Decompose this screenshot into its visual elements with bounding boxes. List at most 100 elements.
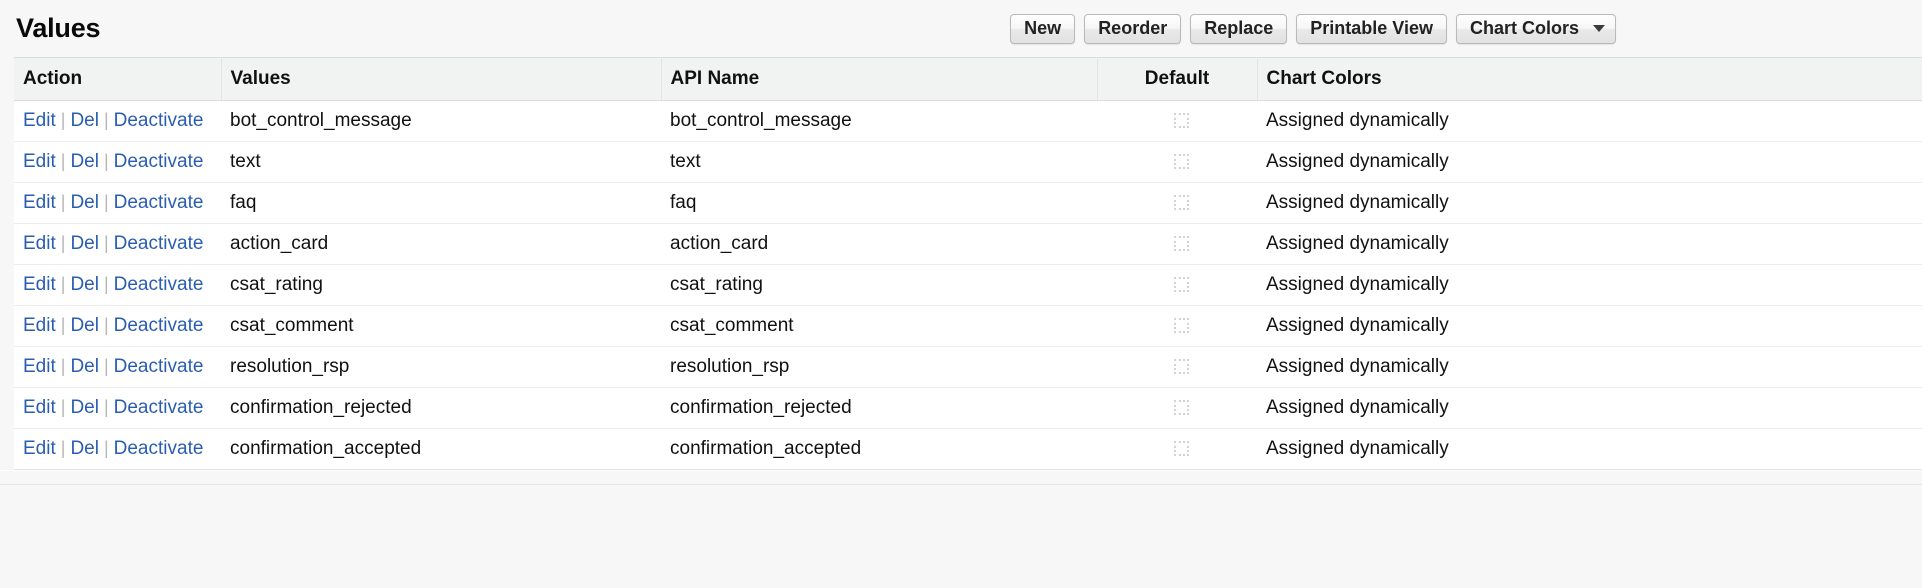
action-separator: | (60, 356, 66, 376)
cell-api-name: confirmation_rejected (661, 387, 1097, 429)
row-action-edit[interactable]: Edit (23, 110, 56, 131)
row-action-deactivate[interactable]: Deactivate (113, 192, 204, 213)
default-checkbox[interactable] (1174, 441, 1189, 457)
default-checkbox[interactable] (1174, 359, 1189, 375)
action-separator: | (60, 274, 66, 294)
row-action-del[interactable]: Del (70, 397, 99, 418)
default-checkbox[interactable] (1174, 195, 1189, 211)
cell-chart-colors: Assigned dynamically (1257, 182, 1922, 224)
row-action-deactivate[interactable]: Deactivate (113, 356, 204, 377)
action-separator: | (60, 438, 66, 458)
column-header-api-name[interactable]: API Name (661, 57, 1098, 101)
default-checkbox[interactable] (1174, 154, 1189, 170)
row-action-links: Edit|Del|Deactivate (23, 356, 203, 377)
row-action-edit[interactable]: Edit (23, 397, 56, 418)
row-action-edit[interactable]: Edit (23, 274, 56, 295)
cell-action: Edit|Del|Deactivate (14, 428, 221, 470)
cell-value-name: resolution_rsp (221, 346, 661, 388)
default-checkbox[interactable] (1174, 277, 1189, 293)
action-separator: | (103, 110, 109, 130)
column-header-chart-colors[interactable]: Chart Colors (1257, 57, 1922, 101)
row-action-deactivate[interactable]: Deactivate (113, 438, 204, 459)
cell-default (1097, 387, 1257, 429)
row-action-deactivate[interactable]: Deactivate (113, 110, 204, 131)
action-separator: | (103, 192, 109, 212)
table-footer (0, 470, 1922, 484)
cell-value-name: confirmation_rejected (221, 387, 661, 429)
row-action-deactivate[interactable]: Deactivate (113, 151, 204, 172)
action-separator: | (60, 397, 66, 417)
cell-default (1097, 305, 1257, 347)
row-action-del[interactable]: Del (70, 274, 99, 295)
cell-default (1097, 223, 1257, 265)
row-action-del[interactable]: Del (70, 356, 99, 377)
table-header: Action Values API Name Default Chart Col… (14, 57, 1922, 101)
row-action-deactivate[interactable]: Deactivate (113, 315, 204, 336)
row-action-edit[interactable]: Edit (23, 315, 56, 336)
row-action-deactivate[interactable]: Deactivate (113, 274, 204, 295)
row-action-del[interactable]: Del (70, 233, 99, 254)
column-header-values[interactable]: Values (221, 57, 662, 101)
cell-api-name: action_card (661, 223, 1097, 265)
cell-default (1097, 346, 1257, 388)
action-separator: | (103, 233, 109, 253)
cell-action: Edit|Del|Deactivate (14, 264, 221, 306)
default-checkbox[interactable] (1174, 236, 1189, 252)
toolbar: New Reorder Replace Printable View Chart… (1010, 13, 1908, 44)
cell-api-name: csat_comment (661, 305, 1097, 347)
default-checkbox[interactable] (1174, 318, 1189, 334)
row-action-del[interactable]: Del (70, 192, 99, 213)
row-action-deactivate[interactable]: Deactivate (113, 233, 204, 254)
cell-action: Edit|Del|Deactivate (14, 100, 221, 142)
cell-api-name: resolution_rsp (661, 346, 1097, 388)
chart-colors-dropdown-button[interactable]: Chart Colors (1455, 13, 1616, 44)
action-separator: | (60, 315, 66, 335)
action-separator: | (60, 192, 66, 212)
column-header-default[interactable]: Default (1097, 57, 1258, 101)
action-separator: | (60, 110, 66, 130)
cell-action: Edit|Del|Deactivate (14, 223, 221, 265)
cell-api-name: faq (661, 182, 1097, 224)
row-action-edit[interactable]: Edit (23, 192, 56, 213)
cell-action: Edit|Del|Deactivate (14, 346, 221, 388)
row-action-links: Edit|Del|Deactivate (23, 397, 203, 418)
new-button[interactable]: New (1010, 13, 1076, 44)
row-action-deactivate[interactable]: Deactivate (113, 397, 204, 418)
reorder-button[interactable]: Reorder (1084, 13, 1182, 44)
cell-value-name: csat_comment (221, 305, 661, 347)
row-action-edit[interactable]: Edit (23, 438, 56, 459)
row-action-links: Edit|Del|Deactivate (23, 110, 203, 131)
page-title: Values (16, 13, 101, 43)
action-separator: | (60, 151, 66, 171)
row-action-edit[interactable]: Edit (23, 233, 56, 254)
action-separator: | (103, 315, 109, 335)
row-action-edit[interactable]: Edit (23, 356, 56, 377)
values-table: Action Values API Name Default Chart Col… (14, 57, 1922, 470)
table-header-row: Action Values API Name Default Chart Col… (14, 57, 1922, 101)
cell-api-name: text (661, 141, 1097, 183)
cell-chart-colors: Assigned dynamically (1257, 264, 1922, 306)
default-checkbox[interactable] (1174, 113, 1189, 129)
cell-default (1097, 100, 1257, 142)
row-action-links: Edit|Del|Deactivate (23, 315, 203, 336)
printable-view-button[interactable]: Printable View (1296, 13, 1447, 44)
row-action-edit[interactable]: Edit (23, 151, 56, 172)
row-action-del[interactable]: Del (70, 151, 99, 172)
row-action-del[interactable]: Del (70, 438, 99, 459)
page-header: Values New Reorder Replace Printable Vie… (0, 0, 1922, 57)
action-separator: | (103, 397, 109, 417)
column-header-action[interactable]: Action (14, 57, 222, 101)
row-action-del[interactable]: Del (70, 315, 99, 336)
default-checkbox[interactable] (1174, 400, 1189, 416)
row-action-del[interactable]: Del (70, 110, 99, 131)
cell-default (1097, 182, 1257, 224)
replace-button[interactable]: Replace (1190, 13, 1288, 44)
